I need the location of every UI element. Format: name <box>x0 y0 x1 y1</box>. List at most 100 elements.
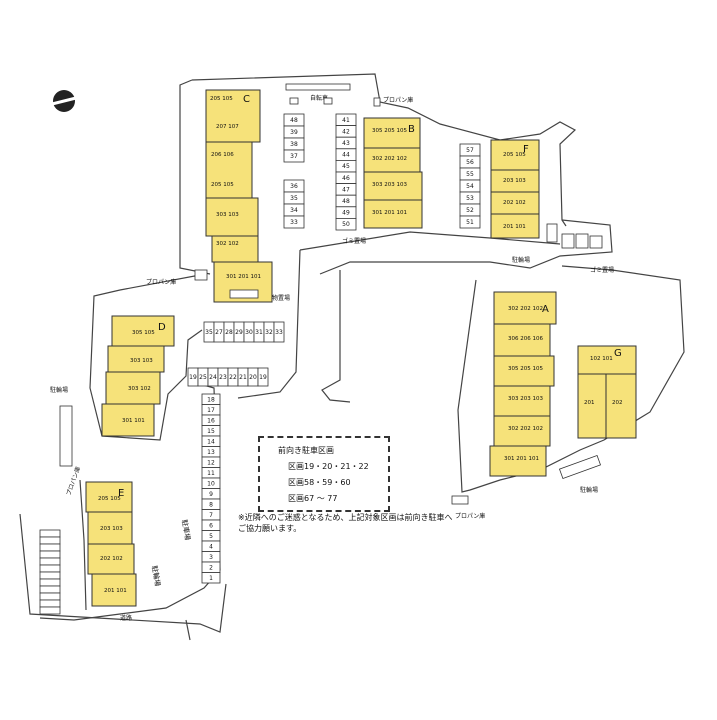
parking-space-number: 38 <box>290 141 298 148</box>
parking-space: 55 <box>459 167 481 181</box>
parking-space: 44 <box>335 148 357 161</box>
unit-label: 305 205 105 <box>508 366 543 372</box>
parking-space-number: 56 <box>466 159 474 166</box>
parking-space-number: 17 <box>207 407 215 414</box>
parking-space: 20 <box>247 367 259 387</box>
parking-space: 35 <box>283 191 305 205</box>
parking-space-number: 45 <box>342 163 350 170</box>
parking-space: 41 <box>335 113 357 127</box>
parking-space: 22 <box>227 367 239 387</box>
parking-space <box>39 529 61 538</box>
unit-label: 207 107 <box>216 124 239 130</box>
parking-space: 54 <box>459 179 481 193</box>
parking-space: 32 <box>263 321 275 343</box>
parking-space-number: 1 <box>209 575 213 582</box>
unit-label: 203 103 <box>100 526 123 532</box>
north-arrow-icon <box>51 90 77 112</box>
garbage-label: ゴミ置場 <box>590 266 614 274</box>
parking-space-number: 8 <box>209 501 213 508</box>
parking-space: 35 <box>203 321 215 343</box>
parking-space-number: 13 <box>207 449 215 456</box>
building-e[interactable]: E 205 105 203 103 202 102 201 101 <box>85 481 137 607</box>
parking-space-number: 50 <box>342 221 350 228</box>
parking-space <box>39 536 61 545</box>
parking-space: 46 <box>335 171 357 185</box>
parking-space: 2 <box>201 561 221 573</box>
parking-space: 33 <box>273 321 285 343</box>
building-a[interactable]: A 302 202 102 306 206 106 305 205 105 30… <box>489 291 557 477</box>
parking-space: 18 <box>201 393 221 405</box>
parking-space-number: 35 <box>205 329 213 336</box>
parking-space: 51 <box>459 215 481 229</box>
parking-space-number: 28 <box>225 329 233 336</box>
parking-space-number: 54 <box>466 183 474 190</box>
building-d[interactable]: D 305 105 303 103 303 102 301 101 <box>101 315 175 437</box>
parking-space: 11 <box>201 467 221 479</box>
parking-space: 27 <box>213 321 225 343</box>
parking-space: 19 <box>187 367 199 387</box>
parking-space-number: 41 <box>342 117 350 124</box>
parking-space-number: 57 <box>466 147 474 154</box>
unit-label: 306 206 106 <box>508 336 543 342</box>
parking-space: 16 <box>201 414 221 426</box>
building-b[interactable]: B 305 205 105 302 202 102 303 203 103 30… <box>363 117 423 229</box>
parking-space: 21 <box>237 367 249 387</box>
unit-label: 303 102 <box>128 386 151 392</box>
parking-space-number: 18 <box>207 396 215 403</box>
facility-sheds <box>59 83 603 505</box>
unit-label: 305 105 <box>132 330 155 336</box>
parking-space: 15 <box>201 425 221 437</box>
unit-label: 202 102 <box>100 556 123 562</box>
parking-space: 23 <box>217 367 229 387</box>
unit-label: 206 106 <box>211 152 234 158</box>
unit-label: 303 203 103 <box>372 182 407 188</box>
parking-space: 45 <box>335 159 357 173</box>
parking-space-number: 31 <box>255 329 263 336</box>
building-c[interactable]: C 205 105 207 107 206 106 205 105 303 10… <box>205 89 273 303</box>
notice-row: 区画58・59・60 <box>288 478 351 487</box>
parking-space <box>39 606 61 615</box>
unit-label: 303 103 <box>216 212 239 218</box>
parking-space: 8 <box>201 498 221 510</box>
parking-space-number: 25 <box>199 374 207 381</box>
unit-label: 302 102 <box>216 241 239 247</box>
unit-label: 201 <box>584 400 595 406</box>
parking-space-number: 22 <box>229 374 237 381</box>
parking-space-number: 4 <box>209 543 213 550</box>
building-label: G <box>614 348 622 359</box>
bike-label: 駐輪場 <box>580 486 598 494</box>
front-parking-notice: 前向き駐車区画 区画19・20・21・22 区画58・59・60 区画67 〜 … <box>258 436 390 512</box>
building-label: B <box>408 124 415 135</box>
unit-label: 201 101 <box>104 588 127 594</box>
parking-space <box>39 550 61 559</box>
parking-space: 17 <box>201 404 221 416</box>
unit-label: 205 105 <box>98 496 121 502</box>
bike-label: 駐輪場 <box>512 256 530 264</box>
parking-space-number: 48 <box>290 117 298 124</box>
unit-label: 301 201 101 <box>504 456 539 462</box>
notice-row: 区画19・20・21・22 <box>288 462 369 471</box>
parking-space <box>39 571 61 580</box>
unit-label: 301 101 <box>122 418 145 424</box>
parking-space <box>39 592 61 601</box>
unit-label: 305 205 105 <box>372 128 407 134</box>
parking-space-number: 23 <box>219 374 227 381</box>
parking-space: 31 <box>253 321 265 343</box>
bike-label: 自転車 <box>310 94 328 102</box>
parking-space <box>39 599 61 608</box>
building-f[interactable]: F 205 105 203 103 202 102 201 101 <box>490 139 540 239</box>
site-boundary <box>19 73 685 641</box>
parking-road-label: 駐車場 <box>180 519 193 541</box>
parking-space-number: 30 <box>245 329 253 336</box>
building-g[interactable]: G 102 101 201 202 <box>577 345 637 439</box>
parking-space-number: 32 <box>265 329 273 336</box>
parking-space-number: 53 <box>466 195 474 202</box>
parking-space: 34 <box>283 203 305 217</box>
parking-space-number: 34 <box>290 207 298 214</box>
parking-space: 12 <box>201 456 221 468</box>
unit-label: 302 202 102 <box>372 156 407 162</box>
parking-space-number: 35 <box>290 195 298 202</box>
parking-space <box>39 557 61 566</box>
parking-space-number: 19 <box>189 374 197 381</box>
